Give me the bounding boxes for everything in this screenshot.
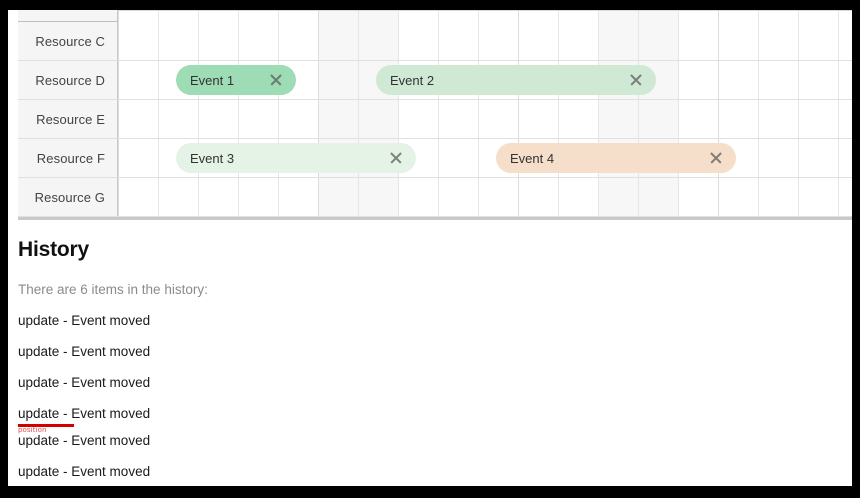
timeline-gridline bbox=[118, 10, 119, 218]
resource-label[interactable]: Resource E bbox=[18, 100, 118, 138]
resource-timeline-track[interactable] bbox=[118, 100, 852, 138]
history-item-text: update - Event moved bbox=[18, 344, 151, 359]
scheduler-row[interactable]: Resource D bbox=[18, 61, 852, 100]
close-icon[interactable] bbox=[268, 72, 284, 88]
scheduler-event[interactable]: Event 3 bbox=[176, 143, 416, 173]
resource-label[interactable]: Resource D bbox=[18, 61, 118, 99]
history-item-text: update - Event moved bbox=[18, 375, 151, 390]
timeline-gridline bbox=[238, 10, 239, 218]
timeline-gridline bbox=[198, 10, 199, 218]
history-item-text: update - Event moved bbox=[18, 464, 151, 479]
history-heading: History bbox=[18, 238, 89, 261]
history-list-item: update - Event moved bbox=[18, 344, 150, 359]
resource-label[interactable]: Resource C bbox=[18, 22, 118, 60]
timeline-gridline bbox=[638, 10, 639, 218]
history-section: History There are 6 items in the history… bbox=[18, 238, 838, 486]
history-count-text: There are 6 items in the history: bbox=[18, 282, 208, 297]
timeline-weekend-column bbox=[358, 10, 398, 218]
history-item-text: update - Event moved bbox=[18, 433, 151, 448]
history-item-text: update - Event moved bbox=[18, 313, 151, 328]
timeline-gridline bbox=[798, 10, 799, 218]
timeline-gridline bbox=[678, 10, 679, 218]
scheduler-horizontal-scrollbar[interactable] bbox=[18, 217, 852, 220]
timeline-gridline bbox=[158, 10, 159, 218]
history-list-item: update - Event moved bbox=[18, 313, 150, 328]
scheduler-row[interactable]: Resource F bbox=[18, 139, 852, 178]
scheduler-event[interactable]: Event 1 bbox=[176, 65, 296, 95]
history-list-item: update - Event moved bbox=[18, 464, 150, 479]
timeline-weekend-column bbox=[318, 10, 358, 218]
timeline-gridline bbox=[318, 10, 319, 218]
annotation-underline bbox=[18, 424, 74, 427]
close-icon[interactable] bbox=[708, 150, 724, 166]
timeline-weekend-column bbox=[598, 10, 638, 218]
timeline-gridline bbox=[278, 10, 279, 218]
history-list-item: update - Event moved bbox=[18, 375, 150, 390]
timeline-gridline bbox=[558, 10, 559, 218]
timeline-gridline bbox=[758, 10, 759, 218]
history-item-text: update - Event moved bbox=[18, 406, 151, 421]
close-icon[interactable] bbox=[388, 150, 404, 166]
timeline-gridline bbox=[438, 10, 439, 218]
timeline-gridline bbox=[478, 10, 479, 218]
history-list-item: update - Event moved position bbox=[18, 406, 151, 434]
scheduler-row[interactable]: Resource G bbox=[18, 178, 852, 217]
scheduler-event[interactable]: Event 4 bbox=[496, 143, 736, 173]
close-icon[interactable] bbox=[628, 72, 644, 88]
timeline-gridline bbox=[838, 10, 839, 218]
scheduler-event-label: Event 1 bbox=[190, 72, 235, 88]
scheduler-partial-row-above bbox=[18, 10, 118, 22]
timeline-gridline bbox=[358, 10, 359, 218]
scheduler-row[interactable]: Resource C bbox=[18, 22, 852, 61]
scheduler-event-label: Event 4 bbox=[510, 150, 555, 166]
history-list-item: update - Event moved bbox=[18, 433, 150, 448]
timeline-gridline bbox=[398, 10, 399, 218]
timeline-grid-background bbox=[118, 10, 852, 218]
resource-label[interactable]: Resource F bbox=[18, 139, 118, 177]
scheduler-top-edge bbox=[18, 10, 852, 11]
timeline-gridline bbox=[518, 10, 519, 218]
scheduler-event[interactable]: Event 2 bbox=[376, 65, 656, 95]
timeline-weekend-column bbox=[638, 10, 678, 218]
resource-timeline-track[interactable] bbox=[118, 178, 852, 216]
scheduler-row[interactable]: Resource E bbox=[18, 100, 852, 139]
timeline-gridline bbox=[598, 10, 599, 218]
scheduler-event-label: Event 3 bbox=[190, 150, 235, 166]
annotation-label: position bbox=[18, 426, 47, 434]
resource-timeline-track[interactable] bbox=[118, 22, 852, 60]
timeline-gridline bbox=[718, 10, 719, 218]
resource-label[interactable]: Resource G bbox=[18, 178, 118, 216]
scheduler-event-label: Event 2 bbox=[390, 72, 435, 88]
